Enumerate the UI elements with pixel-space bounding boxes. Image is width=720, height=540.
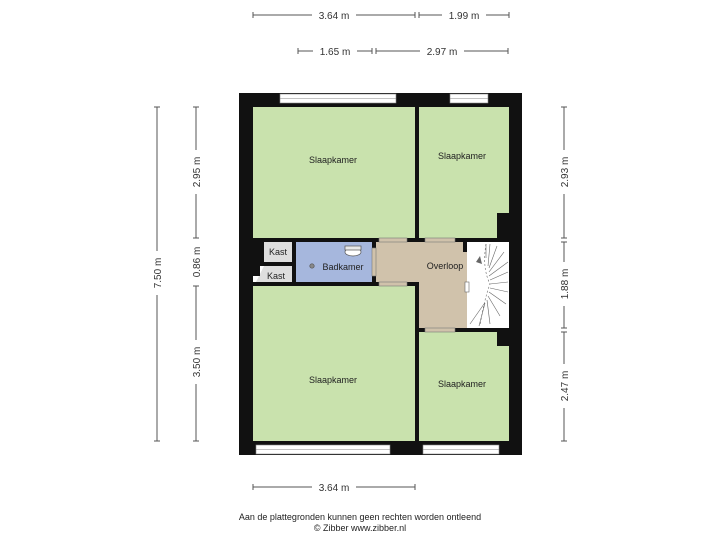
dim-left-total: 7.50 m xyxy=(153,258,164,289)
dim-left-mid: 0.86 m xyxy=(192,247,203,278)
disclaimer-text: Aan de plattegronden kunnen geen rechten… xyxy=(238,512,482,522)
staircase xyxy=(464,243,509,327)
room-slaapkamer-top-left xyxy=(253,107,415,238)
room-slaapkamer-bottom-left xyxy=(253,286,415,441)
label-overloop: Overloop xyxy=(427,261,464,271)
label-slaapkamer-top-right: Slaapkamer xyxy=(438,151,486,161)
dim-top-right: 1.99 m xyxy=(449,11,480,22)
room-slaapkamer-bottom-right xyxy=(419,332,509,441)
dim-left-bottom: 3.50 m xyxy=(192,347,203,378)
dim-top-left: 3.64 m xyxy=(319,11,350,22)
drain-icon xyxy=(309,263,315,269)
stairs-arrow-icon xyxy=(476,256,482,264)
room-overloop xyxy=(376,242,467,328)
dim-bottom: 3.64 m xyxy=(319,483,350,494)
doors xyxy=(371,237,456,333)
dim-top2-right: 2.97 m xyxy=(427,47,458,58)
room-kast-bottom xyxy=(254,266,292,286)
windows xyxy=(255,93,500,455)
label-slaapkamer-top-left: Slaapkamer xyxy=(309,155,357,165)
label-slaapkamer-bottom-left: Slaapkamer xyxy=(309,375,357,385)
room-slaapkamer-top-right xyxy=(419,107,509,238)
label-kast-bottom: Kast xyxy=(267,271,286,281)
dim-right-top: 2.93 m xyxy=(560,157,571,188)
dim-top2-left: 1.65 m xyxy=(320,47,351,58)
bathroom-fixtures xyxy=(309,245,362,269)
label-slaapkamer-bottom-right: Slaapkamer xyxy=(438,379,486,389)
dim-left-top: 2.95 m xyxy=(192,157,203,188)
label-badkamer: Badkamer xyxy=(322,262,363,272)
dim-right-bottom: 2.47 m xyxy=(560,371,571,402)
dim-right-mid: 1.88 m xyxy=(560,269,571,300)
dimension-labels: 3.64 m 1.99 m 1.65 m 2.97 m 7.50 m 2.95 … xyxy=(150,8,571,494)
room-kast-top xyxy=(264,242,292,262)
copyright-text: © Zibber www.zibber.nl xyxy=(313,523,407,533)
label-kast-top: Kast xyxy=(269,247,288,257)
